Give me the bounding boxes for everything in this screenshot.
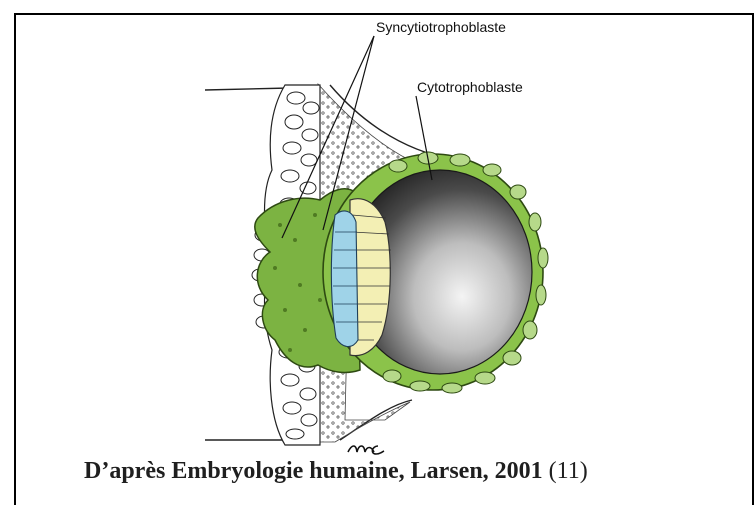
hypoblast [331,211,358,347]
artist-signature [348,446,384,454]
label-syncytiotrophoblast: Syncytiotrophoblaste [376,19,506,35]
caption-text: D’après Embryologie humaine, Larsen, 200… [84,458,543,484]
label-cytotrophoblast: Cytotrophoblaste [417,79,523,95]
caption-reference: (11) [549,458,588,484]
figure-caption: D’après Embryologie humaine, Larsen, 200… [84,458,588,485]
